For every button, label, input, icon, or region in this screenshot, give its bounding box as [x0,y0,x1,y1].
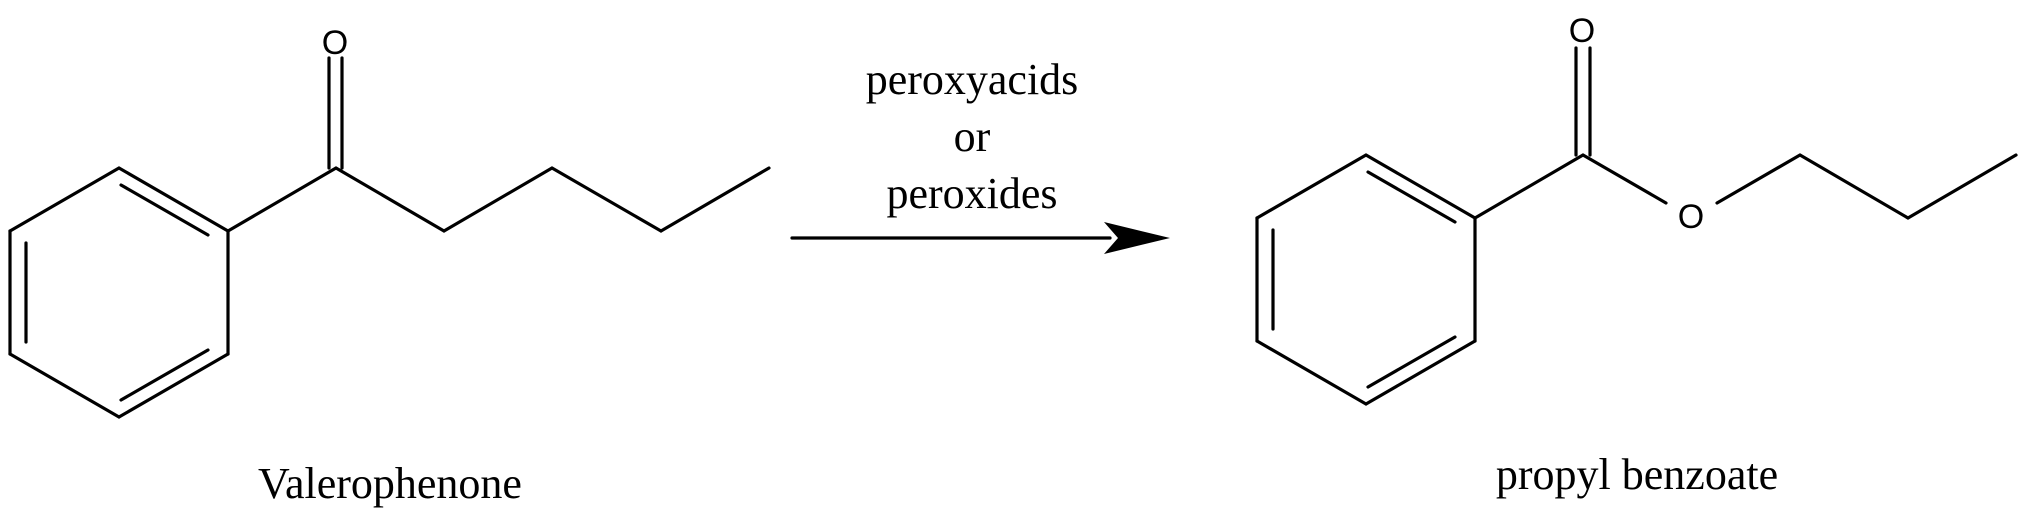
reactant-name: Valerophenone [258,459,522,508]
condition-line-1: peroxyacids [866,55,1079,104]
condition-line-3: peroxides [886,169,1057,218]
valerophenone-structure [8,56,771,419]
propyl-benzoate-structure [1255,46,2018,406]
reaction-arrow [790,222,1170,254]
product-ester-oxygen-label: O [1678,198,1704,236]
product-name: propyl benzoate [1496,450,1778,499]
reactant-carbonyl-oxygen-label: O [322,24,348,62]
condition-line-2: or [954,112,991,161]
product-carbonyl-oxygen-label: O [1569,12,1595,50]
